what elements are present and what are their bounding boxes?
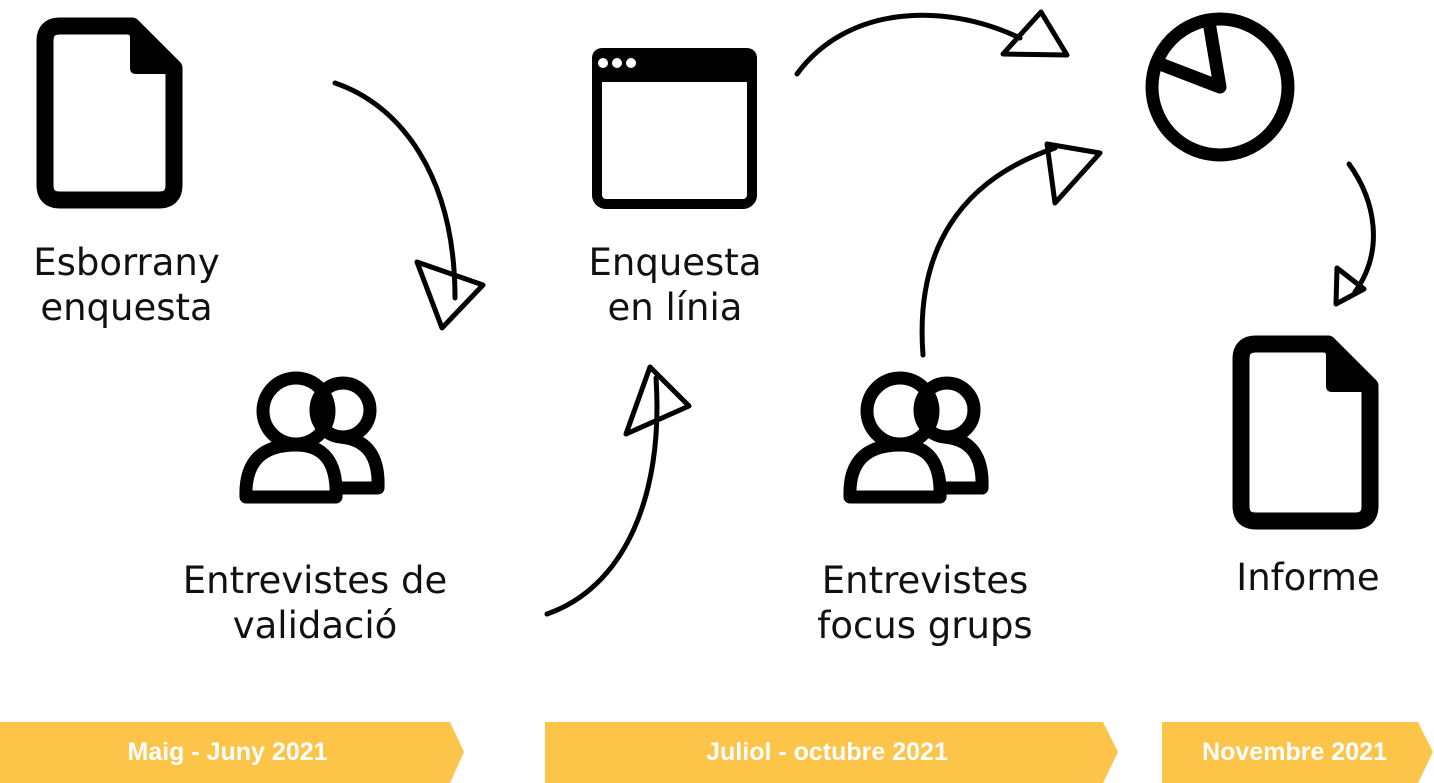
arrow-survey-to-report: [794, 9, 1070, 77]
step-label-line: Esborrany: [33, 241, 220, 284]
step-label-line: validació: [232, 604, 398, 647]
phase-banner-3: [1162, 722, 1433, 783]
browser-window-icon: [592, 48, 757, 209]
step-label-focus-groups: Entrevistes focus grups: [805, 558, 1045, 648]
step-label-report: Informe: [1218, 555, 1398, 600]
step-label-line: Entrevistes: [821, 559, 1029, 602]
step-label-validation-interviews: Entrevistes de validació: [170, 558, 460, 648]
phase-banner-2: [545, 722, 1118, 783]
step-label-line: enquesta: [40, 286, 213, 329]
arrow-draft-to-validation: [332, 80, 486, 331]
arrow-chart-to-report: [1333, 161, 1376, 307]
arrow-focus-groups-to-report: [919, 141, 1103, 358]
step-label-online-survey: Enquesta en línia: [570, 240, 780, 330]
step-label-line: Enquesta: [588, 241, 762, 284]
document-icon: [36, 17, 183, 209]
step-label-line: focus grups: [817, 604, 1033, 647]
step-label-line: en línia: [607, 286, 743, 329]
step-label-draft-survey: Esborrany enquesta: [14, 240, 239, 330]
step-label-line: Entrevistes de: [182, 559, 448, 602]
phase-label-may-june: Maig - Juny 2021: [127, 738, 328, 766]
users-icon: [239, 371, 385, 504]
users-icon: [843, 371, 989, 504]
arrow-validation-to-survey: [544, 364, 692, 617]
document-icon: [1232, 335, 1379, 530]
step-label-line: Informe: [1236, 556, 1380, 599]
phase-banner-1: [0, 722, 464, 783]
phase-label-november: Novembre 2021: [1202, 738, 1387, 766]
phase-label-july-october: Juliol - octubre 2021: [706, 738, 948, 766]
pie-chart-icon: [1145, 12, 1295, 162]
